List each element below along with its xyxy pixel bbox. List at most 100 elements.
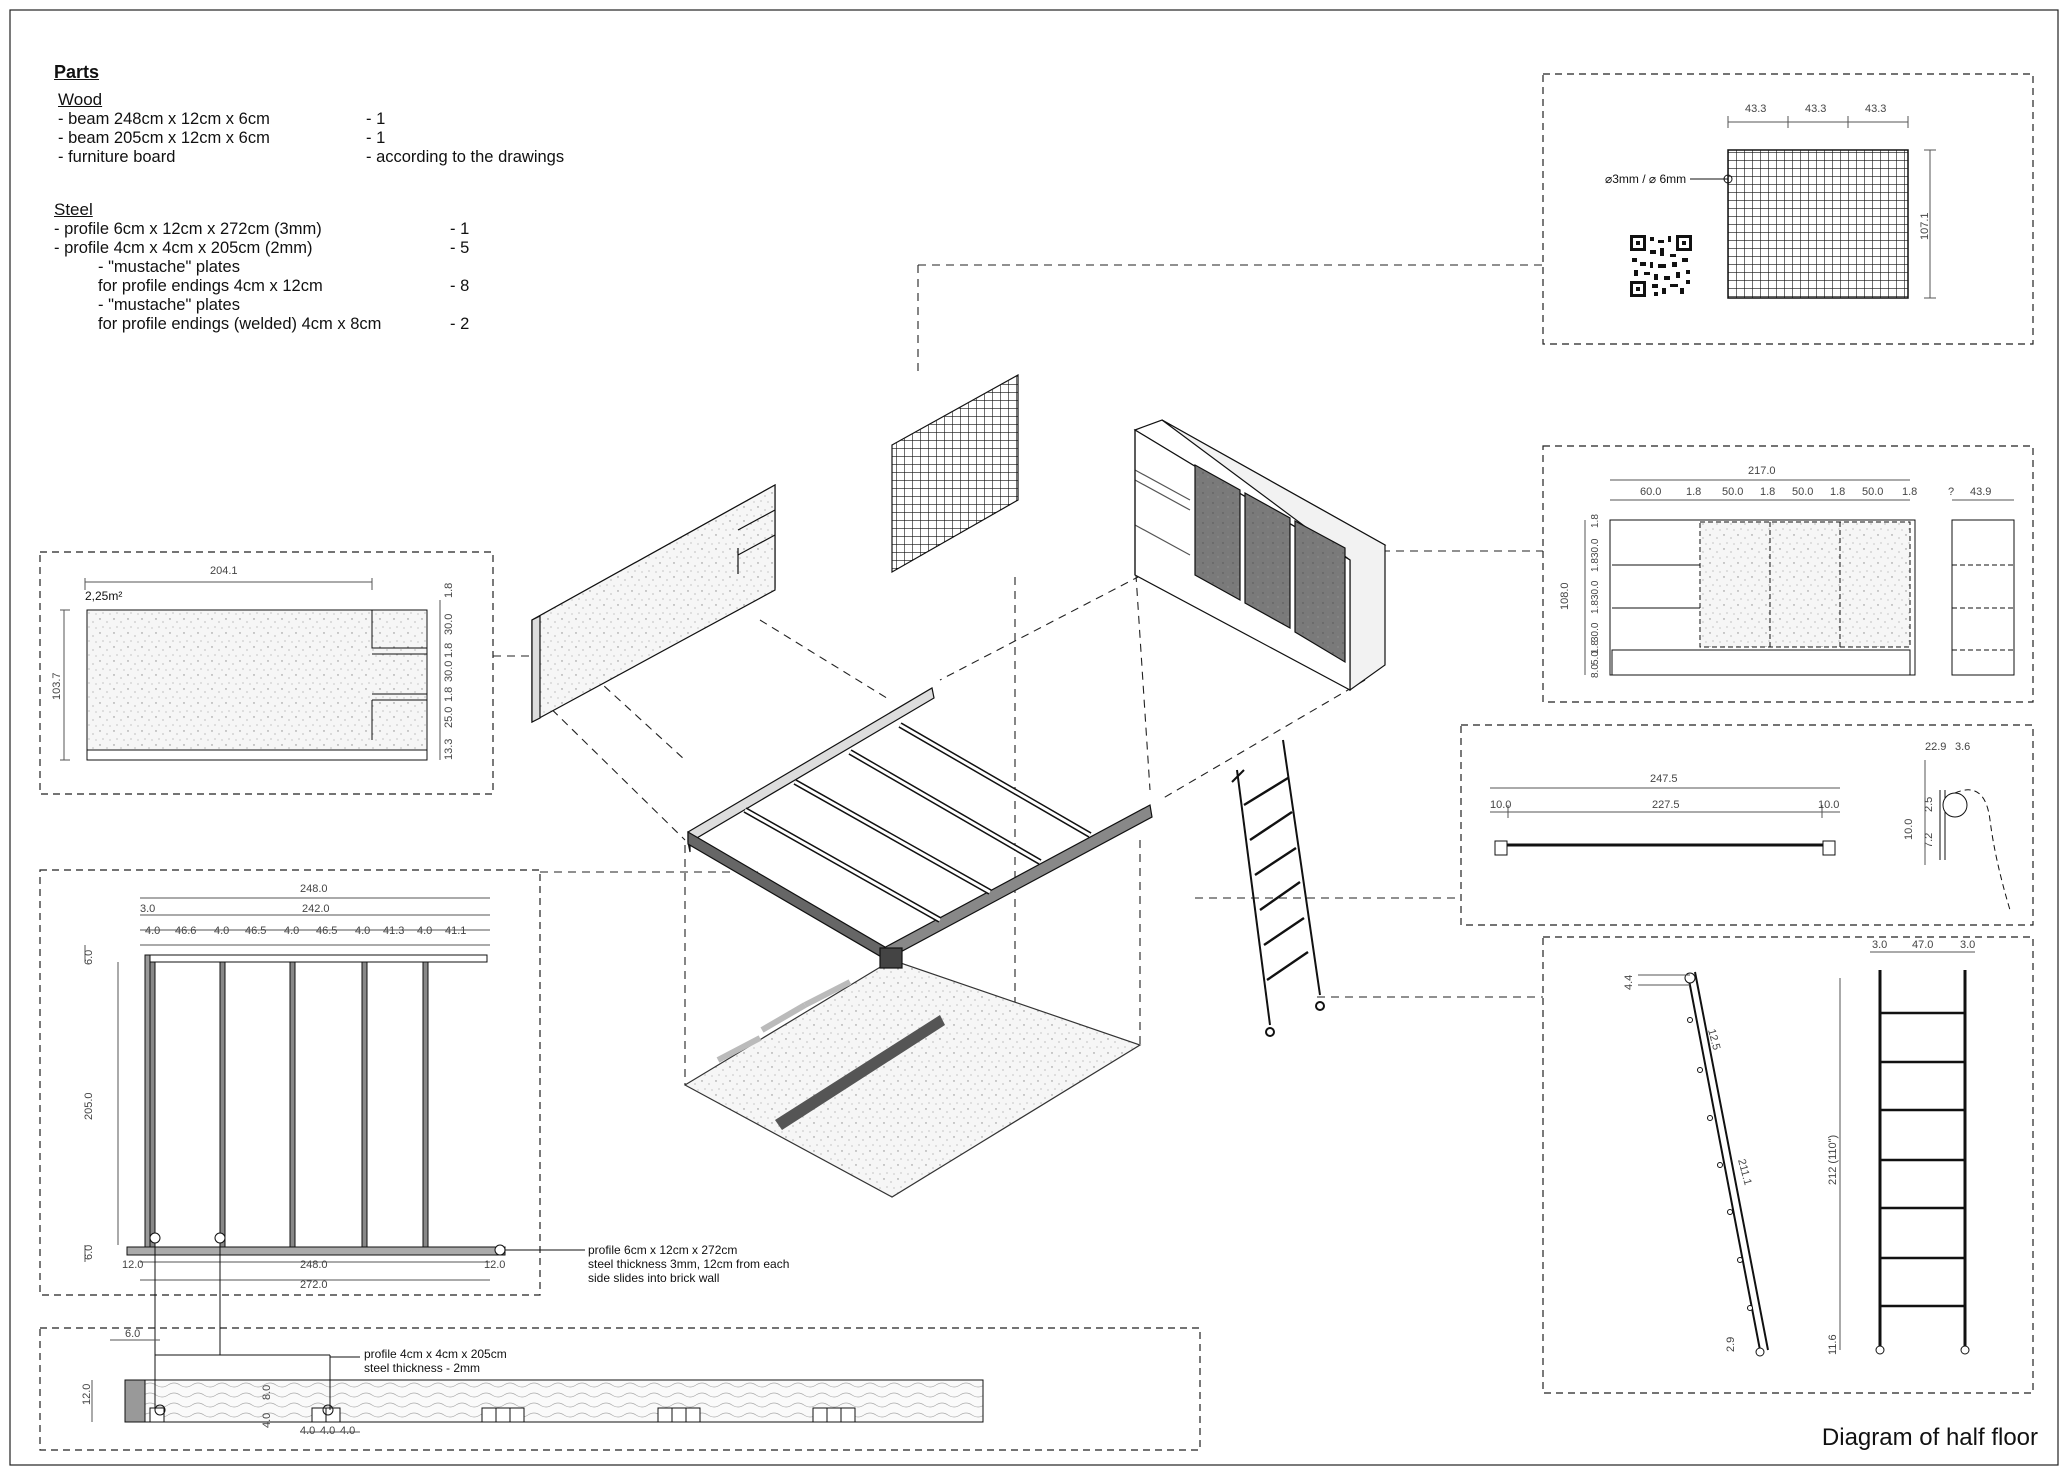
section-note-2: steel thickness - 2mm [364,1361,480,1375]
shelf-left-dims: 1.8 30.0 1.8 30.0 1.8 30.0 1.8 5.0 8.0 [1590,514,1601,678]
sheet-title: Diagram of half floor [1821,1424,2038,1451]
plan-spacing: 4.0 46.6 4.0 46.5 4.0 46.5 4.0 41.3 4.0 … [145,925,466,937]
plan-detail-frame [39,869,541,1296]
grid-detail: 43.3 43.3 43.3 107.1 ⌀3mm / ⌀ 6mm [1605,103,1936,299]
svg-text:4.0: 4.0 [417,925,432,937]
wood-qty-1: - 1 [366,110,386,128]
shelf-total: 217.0 [1748,465,1776,477]
ladder-side-dim-1: 4.4 [1623,975,1635,990]
grid-panel [1727,149,1909,299]
rail-inner: 227.5 [1652,799,1680,811]
plan-bottom-thk: 6.0 [83,1245,95,1260]
shelf-seg-5: 50.0 [1792,486,1813,498]
steel-title: Steel [54,200,93,219]
rail-left-end: 10.0 [1490,799,1511,811]
plan-left-offset: 3.0 [140,903,155,915]
rail-hook-side-2: 2.5 [1923,797,1935,812]
section-detail-frame [39,1327,1201,1451]
wood-item-1: - beam 248cm x 12cm x 6cm [58,110,270,128]
plan-bottom-dim-1: 12.0 [122,1259,143,1271]
svg-text:1.8: 1.8 [1590,558,1601,572]
plan-bottom-dim-2: 248.0 [300,1259,328,1271]
plan-note-1: profile 6cm x 12cm x 272cm [588,1243,737,1257]
plan-inner-top: 242.0 [302,903,330,915]
qr-code-icon [1630,235,1692,297]
section-height: 12.0 [81,1384,93,1405]
svg-text:1.8: 1.8 [443,583,455,598]
grid-col-2: 43.3 [1805,103,1826,115]
shelf-unit [1133,419,1387,692]
ladder-detail-frame [1542,936,2034,1394]
board-area: 2,25m² [85,589,122,603]
section-detail: 12.0 6.0 8.0 4.0 4.0 4.0 4.0 profile 4cm… [81,1245,984,1437]
rail-hook-side-3: 7.2 [1923,833,1935,848]
ladder-height: 212 (110") [1827,1135,1839,1185]
mesh-panel [891,373,1019,574]
grid-col-3: 43.3 [1865,103,1886,115]
shelf-height: 108.0 [1559,582,1571,610]
section-note-1: profile 4cm x 4cm x 205cm [364,1347,507,1361]
svg-text:46.5: 46.5 [245,925,266,937]
board-detail: 204.1 103.7 2,25m² 1.8 30.0 1.8 30.0 1.8… [51,565,455,761]
beam-frame [687,687,1153,969]
grid-detail-frame [1542,73,2034,345]
svg-text:4.0: 4.0 [300,1425,315,1437]
shelf-detail-frame [1542,445,2034,703]
svg-text:8.0: 8.0 [1590,664,1601,678]
ladder-w-3: 3.0 [1960,939,1975,951]
wood-item-2: - beam 205cm x 12cm x 6cm [58,129,270,147]
section-top-dim: 6.0 [125,1328,140,1340]
rail-hook-side-1: 10.0 [1903,819,1915,840]
svg-text:5.0: 5.0 [1590,651,1601,665]
svg-text:30.0: 30.0 [1590,580,1601,600]
svg-text:46.6: 46.6 [175,925,196,937]
grid-height: 107.1 [1919,212,1931,240]
svg-text:1.8: 1.8 [1590,514,1601,528]
steel-qty-4: - 8 [450,277,470,295]
svg-text:4.0: 4.0 [340,1425,355,1437]
shelf-detail: 217.0 60.0 1.8 50.0 1.8 50.0 1.8 50.0 1.… [1559,465,2015,678]
wood-qty-2: - 1 [366,129,386,147]
grid-col-1: 43.3 [1745,103,1766,115]
steel-item-5: - "mustache" plates [98,296,240,314]
sheet-border [9,9,2059,1466]
floor-shadow [775,1015,945,1130]
svg-text:8.0: 8.0 [261,1385,273,1400]
svg-text:4.0: 4.0 [320,1425,335,1437]
detail-frames [39,73,2034,1451]
svg-text:41.1: 41.1 [445,925,466,937]
steel-item-1: - profile 6cm x 12cm x 272cm (3mm) [54,220,322,238]
plan-note-3: side slides into brick wall [588,1271,719,1285]
section-small-dims: 8.0 4.0 4.0 4.0 4.0 [261,1385,355,1437]
svg-text:1.8: 1.8 [1590,640,1601,654]
shelf-seg-7: 50.0 [1862,486,1883,498]
steel-item-4: for profile endings 4cm x 12cm [98,277,323,295]
ladder-bottom: 11.6 [1827,1334,1839,1355]
steel-qty-2: - 5 [450,239,470,257]
rail-hook-top-1: 22.9 [1925,741,1946,753]
plan-top-thk: 6.0 [83,950,95,965]
svg-text:1.8: 1.8 [443,687,455,702]
svg-text:46.5: 46.5 [316,925,337,937]
svg-text:30.0: 30.0 [1590,622,1601,642]
steel-qty-1: - 1 [450,220,470,238]
rail-hook-top-2: 3.6 [1955,741,1970,753]
svg-text:4.0: 4.0 [284,925,299,937]
plan-height: 205.0 [83,1092,95,1120]
rail-detail-frame [1460,724,2034,926]
ladder-side-dim-2: 12.5 [1705,1028,1722,1052]
plan-bottom-dim-3: 12.0 [484,1259,505,1271]
floor-plane [683,959,1142,1198]
svg-text:41.3: 41.3 [383,925,404,937]
isometric-assembly [531,373,1387,1198]
board-width-dim: 204.1 [210,565,238,577]
shelf-seg-1: 60.0 [1640,486,1661,498]
plan-note-2: steel thickness 3mm, 12cm from each [588,1257,789,1271]
svg-text:4.0: 4.0 [145,925,160,937]
svg-text:30.0: 30.0 [443,614,455,635]
svg-text:4.0: 4.0 [355,925,370,937]
parts-title: Parts [54,62,100,82]
shelf-seg-8: 1.8 [1902,486,1917,498]
ladder-side-length: 211.1 [1735,1158,1754,1187]
